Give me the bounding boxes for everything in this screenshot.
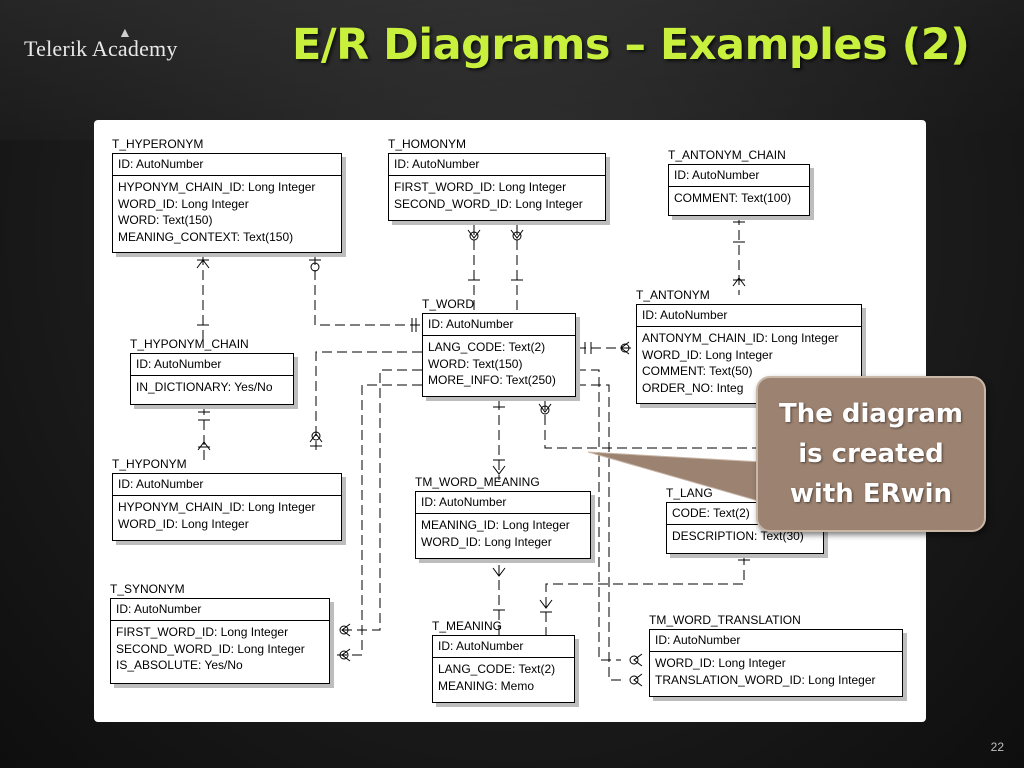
attribute: LANG_CODE: Text(2) bbox=[438, 662, 556, 676]
attribute: TRANSLATION_WORD_ID: Long Integer bbox=[655, 672, 876, 687]
attribute: IN_DICTIONARY: Yes/No bbox=[136, 380, 273, 394]
entity-name: TM_WORD_MEANING bbox=[415, 475, 540, 489]
callout-line: is created bbox=[798, 439, 944, 469]
attribute: FIRST_WORD_ID: Long Integer bbox=[394, 180, 567, 194]
attribute: ORDER_NO: Integ bbox=[642, 380, 744, 395]
attribute: MEANING_ID: Long Integer bbox=[421, 518, 570, 532]
header-swoosh bbox=[0, 0, 1024, 140]
entity-name: T_HYPONYM_CHAIN bbox=[130, 337, 249, 351]
entity-name: T_HOMONYM bbox=[388, 137, 466, 151]
entity-t-homonym: T_HOMONYM ID: AutoNumber FIRST_WORD_ID: … bbox=[388, 137, 606, 221]
page-number: 22 bbox=[990, 740, 1004, 754]
entity-name: T_MEANING bbox=[432, 619, 503, 633]
attribute: WORD: Text(150) bbox=[428, 356, 523, 371]
entity-name: TM_WORD_TRANSLATION bbox=[649, 613, 801, 627]
telerik-academy-logo: Telerik Academy ▲ bbox=[24, 26, 178, 62]
entity-t-synonym: T_SYNONYM ID: AutoNumber FIRST_WORD_ID: … bbox=[110, 582, 330, 684]
entity-t-antonym-chain: T_ANTONYM_CHAIN ID: AutoNumber COMMENT: … bbox=[668, 148, 810, 216]
attribute: MORE_INFO: Text(250) bbox=[428, 373, 556, 387]
attribute: SECOND_WORD_ID: Long Integer bbox=[394, 196, 583, 211]
attribute: WORD_ID: Long Integer bbox=[118, 196, 249, 211]
attribute: SECOND_WORD_ID: Long Integer bbox=[116, 641, 305, 656]
attribute: COMMENT: Text(50) bbox=[642, 364, 753, 378]
entity-t-antonym: T_ANTONYM ID: AutoNumber ANTONYM_CHAIN_I… bbox=[636, 288, 862, 404]
attribute: HYPONYM_CHAIN_ID: Long Integer bbox=[118, 180, 316, 194]
attribute: WORD_ID: Long Integer bbox=[642, 347, 773, 362]
attribute: FIRST_WORD_ID: Long Integer bbox=[116, 625, 289, 639]
primary-key: CODE: Text(2) bbox=[667, 503, 823, 525]
attribute: HYPONYM_CHAIN_ID: Long Integer bbox=[118, 500, 316, 514]
entity-name: T_HYPONYM bbox=[112, 457, 187, 471]
callout-line: with ERwin bbox=[789, 479, 953, 509]
entity-tm-word-translation: TM_WORD_TRANSLATION ID: AutoNumber WORD_… bbox=[649, 613, 903, 697]
primary-key: ID: AutoNumber bbox=[131, 354, 293, 376]
relationship-lines bbox=[196, 215, 758, 687]
entity-t-hyponym: T_HYPONYM ID: AutoNumber HYPONYM_CHAIN_I… bbox=[112, 457, 342, 541]
entity-name: T_WORD bbox=[422, 297, 474, 311]
primary-key: ID: AutoNumber bbox=[433, 636, 574, 658]
attribute: LANG_CODE: Text(2) bbox=[428, 340, 546, 354]
slide-title: E/R Diagrams – Examples (2) bbox=[292, 20, 970, 70]
primary-key: ID: AutoNumber bbox=[423, 314, 575, 336]
primary-key: ID: AutoNumber bbox=[416, 492, 590, 514]
logo-text: Telerik Academy bbox=[24, 36, 178, 61]
attribute: WORD_ID: Long Integer bbox=[655, 656, 786, 670]
attribute: WORD_ID: Long Integer bbox=[421, 534, 552, 549]
primary-key: ID: AutoNumber bbox=[650, 630, 902, 652]
attribute: WORD: Text(150) bbox=[118, 213, 213, 227]
primary-key: ID: AutoNumber bbox=[111, 599, 329, 621]
callout-line: The diagram bbox=[778, 399, 964, 429]
entity-name: T_HYPERONYM bbox=[112, 137, 204, 151]
entity-t-hyperonym: T_HYPERONYM ID: AutoNumber HYPONYM_CHAIN… bbox=[112, 137, 342, 253]
attribute: IS_ABSOLUTE: Yes/No bbox=[116, 658, 243, 672]
entity-tm-word-meaning: TM_WORD_MEANING ID: AutoNumber MEANING_I… bbox=[415, 475, 591, 559]
entity-t-meaning: T_MEANING ID: AutoNumber LANG_CODE: Text… bbox=[432, 619, 575, 703]
attribute: DESCRIPTION: Text(30) bbox=[672, 529, 804, 543]
primary-key: ID: AutoNumber bbox=[637, 305, 861, 327]
graduation-cap-icon: ▲ bbox=[118, 26, 133, 41]
entity-name: T_ANTONYM_CHAIN bbox=[668, 148, 786, 162]
entity-t-word: T_WORD ID: AutoNumber LANG_CODE: Text(2)… bbox=[422, 297, 576, 397]
callout-bubble: The diagram is created with ERwin bbox=[756, 376, 986, 532]
entity-name: T_LANG bbox=[666, 486, 713, 500]
primary-key: ID: AutoNumber bbox=[669, 165, 809, 187]
attribute: ANTONYM_CHAIN_ID: Long Integer bbox=[642, 331, 839, 345]
entity-t-hyponym-chain: T_HYPONYM_CHAIN ID: AutoNumber IN_DICTIO… bbox=[130, 337, 294, 405]
attribute: MEANING_CONTEXT: Text(150) bbox=[118, 229, 294, 244]
entity-name: T_SYNONYM bbox=[110, 582, 185, 596]
primary-key: ID: AutoNumber bbox=[113, 474, 341, 496]
primary-key: ID: AutoNumber bbox=[389, 154, 605, 176]
primary-key: ID: AutoNumber bbox=[113, 154, 341, 176]
attribute: WORD_ID: Long Integer bbox=[118, 516, 249, 531]
attribute: COMMENT: Text(100) bbox=[674, 191, 792, 205]
entity-name: T_ANTONYM bbox=[636, 288, 710, 302]
attribute: MEANING: Memo bbox=[438, 678, 535, 693]
